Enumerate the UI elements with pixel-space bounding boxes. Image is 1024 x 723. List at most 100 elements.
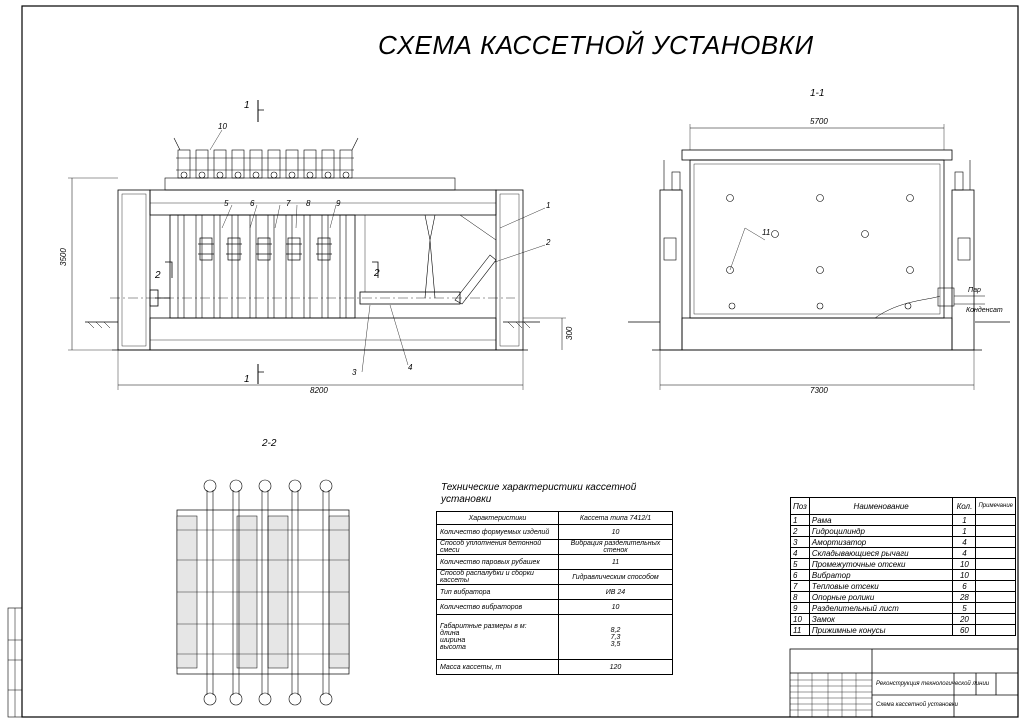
spec-header-cassette: Кассета типа 7412/1 [557,511,674,525]
spec-characteristic: Тип вибратора [436,584,559,600]
callout-2: 2 [545,238,551,247]
callout-9: 9 [336,199,341,208]
parts-note [975,525,1016,537]
parts-name: Амортизатор [808,536,954,548]
label-steam: Пар [968,287,981,294]
parts-note [975,558,1016,570]
parts-name: Разделительный лист [808,602,954,614]
callout-1: 1 [546,201,550,210]
parts-pos: 8 [790,591,810,603]
dim-height: 3500 [59,248,68,266]
callout-3: 3 [352,368,357,377]
spec-table: Характеристики Кассета типа 7412/1 Колич… [436,511,674,675]
parts-qty: 20 [952,613,977,625]
parts-pos: 5 [790,558,810,570]
parts-note [975,580,1016,592]
parts-name: Рама [808,514,954,526]
parts-name: Складывающиеся рычаги [808,547,954,559]
spec-value: 120 [557,659,674,675]
parts-qty: 28 [952,591,977,603]
spec-value: 10 [557,524,674,540]
spec-table-title: Технические характеристики кассетной уст… [441,482,637,505]
spec-characteristic: Количество вибраторов [436,599,559,615]
parts-qty: 1 [952,514,977,526]
dim-total: 7300 [810,386,828,395]
spec-characteristic: Количество формуемых изделий [436,524,559,540]
spec-value: 10 [557,599,674,615]
parts-header-qty: Кол. [952,497,977,515]
parts-pos: 1 [790,514,810,526]
parts-pos: 2 [790,525,810,537]
spec-value: 11 [557,554,674,570]
parts-pos: 4 [790,547,810,559]
callout-8: 8 [306,199,311,208]
parts-pos: 6 [790,569,810,581]
parts-name: Гидроцилиндр [808,525,954,537]
parts-table-header: Поз Наименование Кол. Примечание [790,497,1016,515]
callout-7: 7 [286,199,291,208]
parts-note [975,547,1016,559]
parts-name: Замок [808,613,954,625]
parts-header-note: Примечание [975,497,1016,515]
parts-qty: 4 [952,547,977,559]
callout-6: 6 [250,199,255,208]
parts-pos: 10 [790,613,810,625]
callout-4: 4 [408,363,413,372]
parts-pos: 9 [790,602,810,614]
parts-pos: 3 [790,536,810,548]
parts-pos: 7 [790,580,810,592]
spec-characteristic: Способ распалубки и сборки кассеты [436,569,559,585]
parts-qty: 1 [952,525,977,537]
parts-name: Промежуточные отсеки [808,558,954,570]
parts-note [975,569,1016,581]
callout-5: 5 [224,199,229,208]
parts-name: Опорные ролики [808,591,954,603]
spec-characteristic: Способ уплотнения бетонной смеси [436,539,559,555]
plan-view [176,479,350,706]
parts-qty: 60 [952,624,977,636]
spec-table-header: Характеристики Кассета типа 7412/1 [436,511,674,525]
parts-note [975,624,1016,636]
dim-length: 8200 [310,386,328,395]
parts-name: Тепловые отсеки [808,580,954,592]
spec-characteristic: Масса кассеты, т [436,659,559,675]
parts-note [975,602,1016,614]
parts-qty: 10 [952,558,977,570]
parts-note [975,514,1016,526]
plan-view-label: 2-2 [261,438,277,449]
parts-name: Вибратор [808,569,954,581]
label-condensate: Конденсат [966,306,1003,314]
section-mark-top: 1 [244,100,250,111]
side-view [628,124,1010,390]
callout-11: 11 [762,228,770,237]
parts-note [975,613,1016,625]
spec-header-characteristic: Характеристики [436,511,559,525]
spec-characteristic: Габаритные размеры в м: длина ширина выс… [436,614,559,660]
parts-qty: 4 [952,536,977,548]
parts-header-name: Наименование [808,497,954,515]
parts-qty: 10 [952,569,977,581]
parts-name: Прижимные конусы [808,624,954,636]
dim-depth: 300 [565,326,574,340]
spec-value: ИВ 24 [557,584,674,600]
section-mark-bottom: 1 [244,374,250,385]
section-mark-2-left: 2 [154,270,161,281]
section-mark-2-right: 2 [373,268,380,279]
